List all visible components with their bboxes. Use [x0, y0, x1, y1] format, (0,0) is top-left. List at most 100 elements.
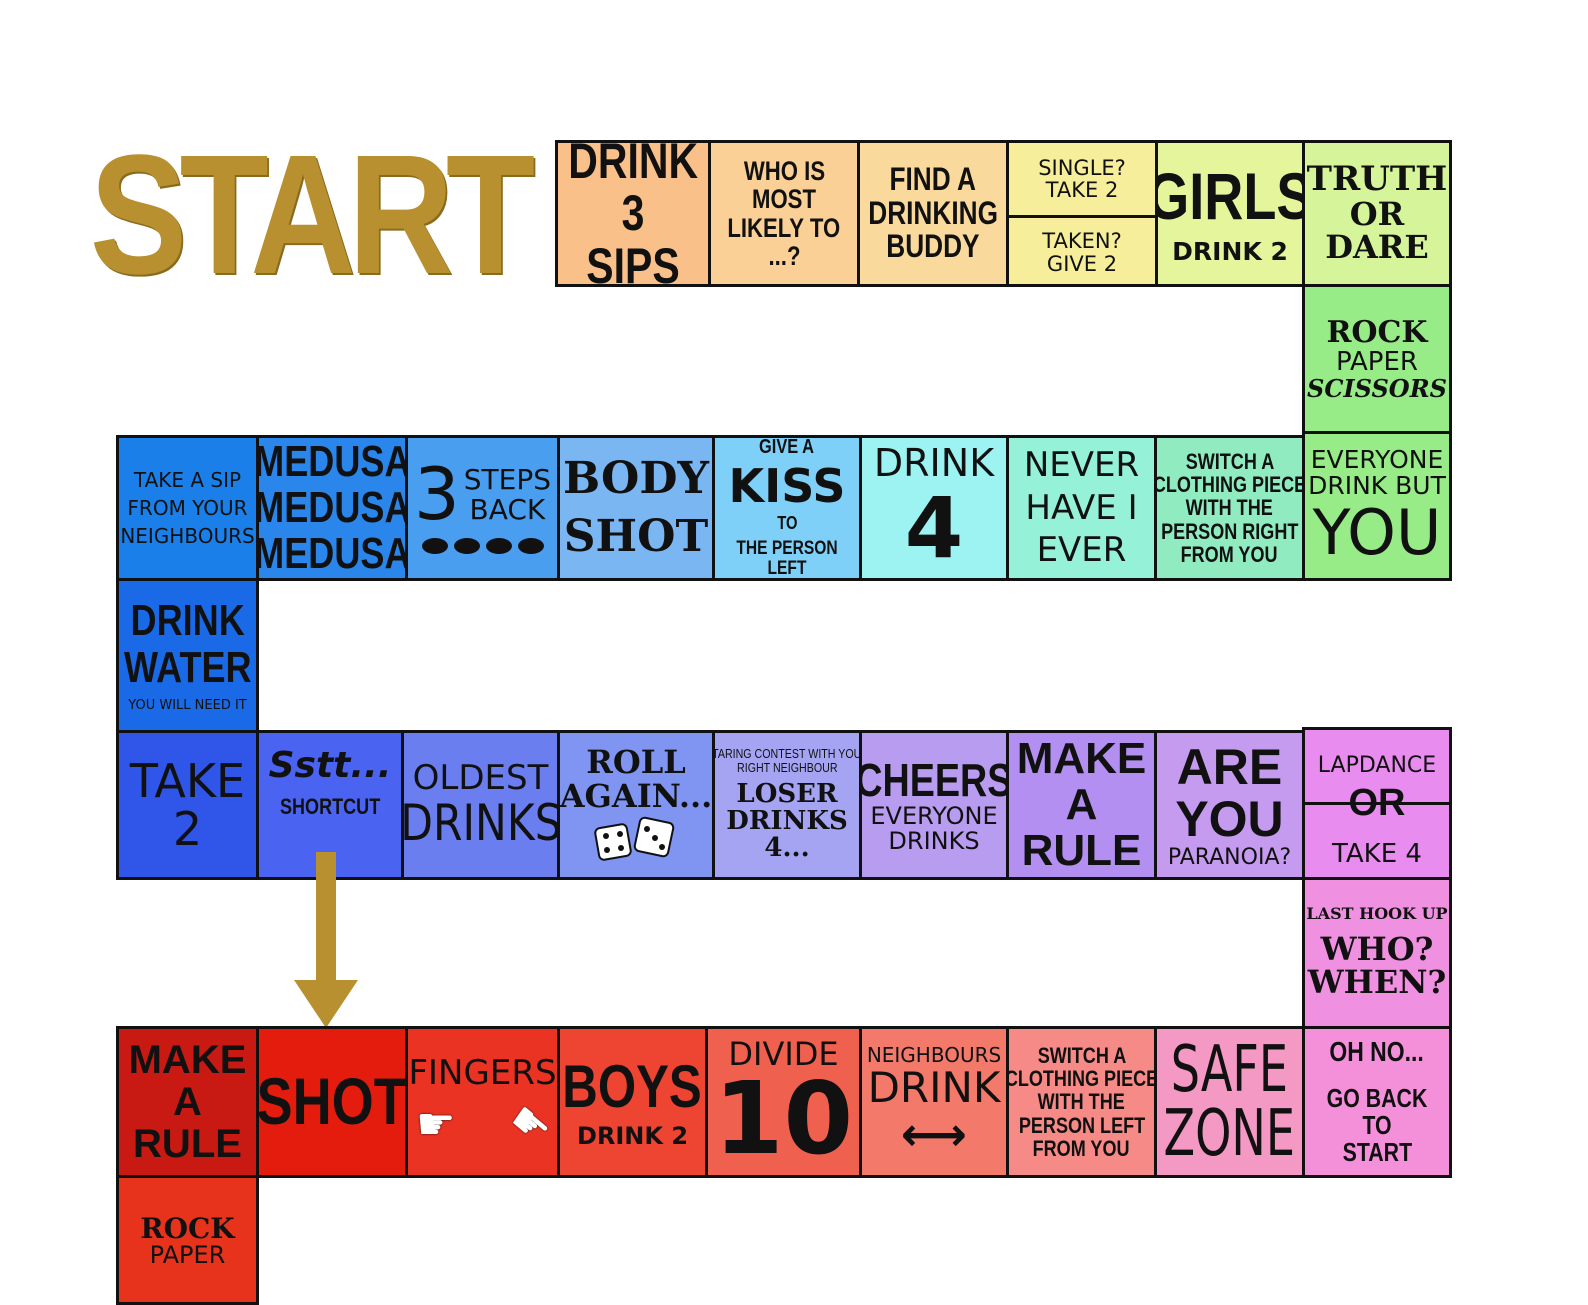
tile-drink-3-sips[interactable]: DRINK 3 SIPS [555, 140, 711, 287]
tile-text: YOU [1312, 495, 1442, 569]
tile-text: BACK [469, 492, 546, 526]
tile-text: CLOTHING PIECE [1006, 1066, 1157, 1092]
tile-lapdance-or-take-4[interactable]: LAPDANCE OR TAKE 4 [1302, 727, 1452, 880]
tile-text: SHOT [563, 511, 709, 562]
tile-text: WATER [123, 642, 252, 692]
tile-text: HAVE I [1025, 487, 1138, 528]
tile-drink-water[interactable]: DRINK WATER YOU WILL NEED IT [116, 578, 259, 733]
tile-text: TAKE 4 [1332, 839, 1422, 870]
tile-text: 2 [172, 802, 203, 856]
tile-single: SINGLE? TAKE 2 [1009, 143, 1155, 218]
pointing-hands-icon: ☛ ☛ [408, 1092, 557, 1156]
tile-text: EVER [1036, 530, 1127, 571]
tile-text: DRINKS [888, 827, 980, 856]
shortcut-arrow-shaft [316, 852, 336, 982]
tile-text: PAPER [149, 1241, 226, 1270]
tile-text: SCISSORS [1307, 373, 1447, 403]
tile-switch-clothing-left[interactable]: SWITCH A CLOTHING PIECE WITH THE PERSON … [1006, 1026, 1157, 1178]
tile-rock-paper-scissors[interactable]: ROCK PAPER SCISSORS [1302, 284, 1452, 434]
tile-roll-again[interactable]: ROLL AGAIN... [557, 730, 715, 880]
tile-drinking-buddy[interactable]: FIND A DRINKING BUDDY [857, 140, 1009, 287]
tile-text: BODY [563, 452, 709, 504]
tile-take-2[interactable]: TAKE 2 [116, 730, 259, 880]
tile-text: SAFE [1170, 1033, 1289, 1107]
tile-fingers[interactable]: FINGERS ☛ ☛ [405, 1026, 560, 1178]
tile-who-likely[interactable]: WHO IS MOST LIKELY TO ...? [708, 140, 860, 287]
tile-text: FROM YOUR [127, 496, 248, 520]
tile-text: SINGLE? [1038, 155, 1126, 180]
tile-girls-drink[interactable]: GIRLS DRINK 2 [1155, 140, 1305, 287]
tile-text: LAST HOOK UP [1306, 904, 1448, 923]
tile-go-back-to-start[interactable]: OH NO... GO BACK TO START [1302, 1026, 1452, 1178]
tile-body-shot[interactable]: BODY SHOT [557, 435, 715, 581]
tile-divide-10[interactable]: DIVIDE 10 [705, 1026, 862, 1178]
tile-text: PERSON LEFT [1018, 1112, 1145, 1138]
shortcut-arrow-icon [294, 980, 358, 1028]
tile-text: DRINKS [726, 805, 848, 836]
tile-text: BOYS [562, 1052, 703, 1120]
tile-boys-drink[interactable]: BOYS DRINK 2 [557, 1026, 708, 1178]
tile-staring-contest[interactable]: STARING CONTEST WITH YOUR RIGHT NEIGHBOU… [712, 730, 862, 880]
tile-text: MEDUSA [256, 529, 408, 579]
pointing-hand-icon: ☛ [416, 1099, 456, 1149]
tile-text: DRINK [873, 440, 995, 485]
tile-text: GO BACK TO [1326, 1082, 1428, 1141]
tile-text: TAKE A SIP [133, 468, 242, 492]
tile-sstt-shortcut[interactable]: Sstt... SHORTCUT [256, 730, 404, 880]
tile-text: CLOTHING PIECE [1154, 472, 1305, 498]
tile-text: FROM YOU [1033, 1135, 1130, 1161]
tile-text: MEDUSA [256, 482, 408, 532]
tile-text: PARANOIA? [1167, 844, 1292, 870]
tile-text: BUDDY [886, 228, 980, 265]
tile-text: WHO? [1320, 929, 1434, 968]
footprints-icon [419, 538, 547, 559]
tile-oldest-drinks[interactable]: OLDEST DRINKS [401, 730, 560, 880]
tile-text: PERSON RIGHT [1160, 518, 1299, 544]
tile-neighbours-drink[interactable]: NEIGHBOURS DRINK ⟷ [859, 1026, 1009, 1178]
tile-text: LIKELY TO [727, 212, 841, 243]
tile-text: START [1342, 1137, 1412, 1168]
tile-text: YOU [1175, 791, 1284, 848]
tile-text: WITH THE [1037, 1089, 1126, 1115]
tile-text: ROCK [140, 1212, 235, 1245]
tile-take-sip-neighbours[interactable]: TAKE A SIP FROM YOUR NEIGHBOURS [116, 435, 259, 581]
tile-single-taken[interactable]: SINGLE? TAKE 2 TAKEN? GIVE 2 [1006, 140, 1158, 287]
tile-medusa[interactable]: MEDUSA MEDUSA MEDUSA [256, 435, 408, 581]
tile-drink-4[interactable]: DRINK 4 [859, 435, 1009, 581]
tile-make-a-rule-red[interactable]: MAKE A RULE [116, 1026, 259, 1178]
tile-text: FROM YOU [1181, 541, 1278, 567]
tile-text: STARING CONTEST WITH YOUR [712, 746, 862, 762]
tile-text: THE PERSON LEFT [736, 538, 838, 580]
tile-rock-paper-bottom[interactable]: ROCK PAPER [116, 1175, 259, 1305]
tile-text: TRUTH [1306, 159, 1448, 200]
tile-text: TAKEN? [1042, 229, 1122, 254]
tile-text: DARE [1325, 228, 1429, 267]
tile-text: PAPER [1336, 346, 1418, 377]
tile-text: RULE [1021, 826, 1142, 876]
tile-last-hook-up[interactable]: LAST HOOK UP WHO? WHEN? [1302, 877, 1452, 1029]
tile-text: DIVIDE [728, 1034, 839, 1073]
tile-cheers[interactable]: CHEERS EVERYONE DRINKS [859, 730, 1009, 880]
dice-icon [594, 816, 675, 861]
tile-truth-or-dare[interactable]: TRUTH OR DARE [1302, 140, 1452, 287]
tile-text: OR [1349, 194, 1405, 233]
tile-text: GIVE 2 [1046, 251, 1118, 276]
tile-never-have-i-ever[interactable]: NEVER HAVE I EVER [1006, 435, 1157, 581]
tile-taken: TAKEN? GIVE 2 [1009, 218, 1155, 284]
tile-text: NEIGHBOURS [866, 1043, 1002, 1068]
tile-safe-zone[interactable]: SAFE ZONE [1154, 1026, 1305, 1178]
tile-text: DRINK 2 [576, 1121, 689, 1150]
tile-text: TAKE [129, 753, 246, 808]
tile-text: SWITCH A [1037, 1043, 1126, 1069]
tile-shot[interactable]: SHOT [256, 1026, 408, 1178]
tile-give-a-kiss[interactable]: GIVE A KISS TO THE PERSON LEFT [712, 435, 862, 581]
tile-switch-clothing-right[interactable]: SWITCH A CLOTHING PIECE WITH THE PERSON … [1154, 435, 1305, 581]
tile-everyone-drink-but-you[interactable]: EVERYONE DRINK BUT YOU [1302, 431, 1452, 581]
tile-text: CHEERS [859, 753, 1009, 806]
tile-text: WHEN? [1307, 963, 1447, 1002]
tile-text: WITH THE [1185, 495, 1274, 521]
tile-are-you-paranoia[interactable]: ARE YOU PARANOIA? [1154, 730, 1305, 880]
tile-text: NEVER [1023, 445, 1140, 486]
tile-3-steps-back[interactable]: 3 STEPS BACK [405, 435, 560, 581]
tile-make-a-rule[interactable]: MAKE A RULE [1006, 730, 1157, 880]
